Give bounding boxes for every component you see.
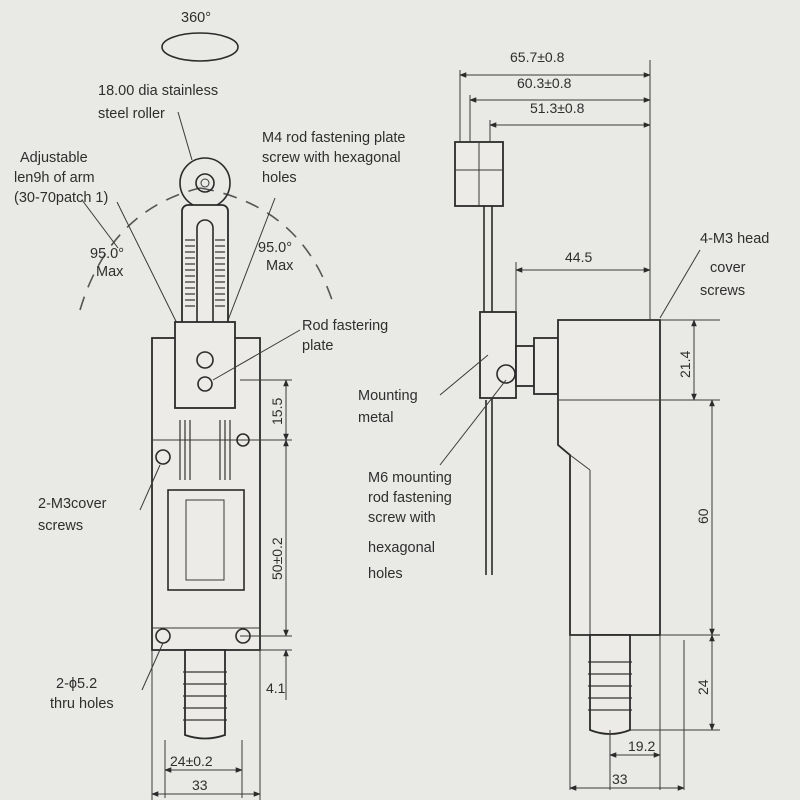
dim-24-side: 24 (695, 679, 711, 695)
dim-44-5: 44.5 (565, 249, 592, 265)
roller-axle (200, 178, 210, 188)
dim-51-3: 51.3±0.8 (530, 100, 585, 116)
head-screws-label-3: screws (700, 283, 745, 299)
side-view: Mounting metal M6 mounting rod fastening… (358, 49, 769, 791)
dim-60: 60 (695, 508, 711, 524)
arm-ribs (185, 239, 225, 307)
bottom-boot-front (184, 649, 226, 740)
dim-60-3: 60.3±0.8 (517, 75, 572, 91)
dim-33-side: 33 (612, 771, 628, 787)
m6-label-3: screw with (368, 510, 436, 526)
body-ribs (179, 420, 231, 480)
inner-slot (167, 489, 245, 591)
roller-hub (195, 173, 215, 193)
dim-19-2: 19.2 (628, 738, 655, 754)
plate-screw-upper (196, 351, 214, 369)
angle-right-label-2: Max (266, 258, 294, 274)
roller-label-2: steel roller (98, 106, 165, 122)
dim-21-4: 21.4 (677, 351, 693, 378)
mounting-metal (479, 311, 517, 399)
m4-label-3: holes (262, 170, 297, 186)
m6-label-4: hexagonal (368, 540, 435, 556)
angle-right-label-1: 95.0° (258, 240, 292, 256)
roller (179, 157, 231, 209)
dim-65-7: 65.7±0.8 (510, 49, 565, 65)
mounting-label-1: Mounting (358, 388, 418, 404)
head-screws-label-1: 4-M3 head (700, 231, 769, 247)
angle-left-label-1: 95.0° (90, 246, 124, 262)
shaft-hub (515, 345, 535, 387)
rotation-label: 360° (181, 10, 211, 26)
m6-label-1: M6 mounting (368, 470, 452, 486)
thru-holes-label-2: thru holes (50, 696, 114, 712)
arm-label-2: len9h of arm (14, 170, 95, 186)
roller-label-1: 18.00 dia stainless (98, 83, 218, 99)
m4-label-2: screw with hexagonal (262, 150, 401, 166)
dim-33-front: 33 (192, 777, 208, 793)
front-view: 360° (14, 10, 405, 800)
switch-body-side (557, 319, 661, 636)
arm-label-3: (30-70patch 1) (14, 190, 108, 206)
dim-15-5: 15.5 (269, 398, 285, 425)
rod-plate-label-1: Rod fastering (302, 318, 388, 334)
dim-50: 50±0.2 (269, 537, 285, 580)
m6-screw (496, 364, 516, 384)
dim-4-1: 4.1 (266, 680, 286, 696)
dim-24-front: 24±0.2 (170, 753, 213, 769)
bottom-boot-side (589, 634, 631, 735)
cover-screw-left (155, 449, 171, 465)
head-screws-label-2: cover (710, 260, 746, 276)
cover-screws-label-1: 2-M3cover (38, 496, 107, 512)
m6-label-5: holes (368, 566, 403, 582)
mounting-label-2: metal (358, 410, 393, 426)
cover-screws-label-2: screws (38, 518, 83, 534)
m4-label-1: M4 rod fastening plate (262, 130, 405, 146)
rod-plate-label-2: plate (302, 338, 333, 354)
rotation-arrow-icon (161, 32, 239, 62)
m6-label-2: rod fastening (368, 490, 452, 506)
thru-holes-label-1: 2-ϕ5.2 (56, 676, 97, 692)
rod-fastening-plate (174, 321, 236, 409)
plate-screw-lower (197, 376, 213, 392)
angle-left-label-2: Max (96, 264, 124, 280)
arm-label-1: Adjustable (20, 150, 88, 166)
shaft-collar (533, 337, 559, 395)
